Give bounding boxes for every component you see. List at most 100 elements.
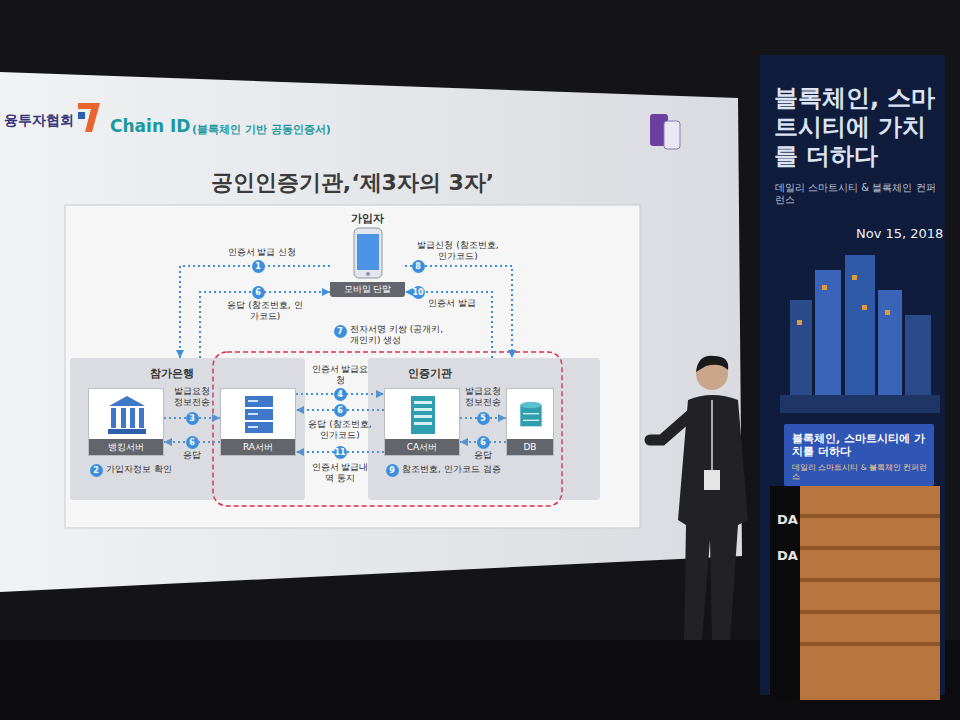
dotted-arrow: [405, 266, 512, 358]
callout-number: 6: [334, 404, 347, 417]
connector-label: 인증서 발급: [417, 298, 487, 309]
callout-number: 2: [90, 464, 103, 477]
city-illustration: [780, 255, 940, 413]
callout-number: 6: [252, 286, 265, 299]
building: [878, 290, 902, 395]
icon-part: [245, 422, 273, 433]
icon-part: [248, 400, 258, 402]
connector-label: 응답 (참조번호, 인가코드): [303, 419, 377, 441]
phone-button: [366, 272, 370, 276]
icon-part: [520, 402, 541, 409]
icon-part: [108, 429, 146, 434]
device-label-bar: 모바일 단말: [330, 282, 405, 297]
podium-side: [770, 486, 800, 700]
server-label-bar: 뱅킹서버: [89, 439, 163, 455]
region-heading: 참가은행: [150, 366, 194, 381]
diagram-frame: [65, 205, 640, 528]
city-ground: [780, 395, 940, 413]
server-label: DB: [523, 439, 536, 455]
podium-strip: [800, 578, 940, 582]
server-label-bar: RA서버: [221, 439, 295, 455]
callout-number: 3: [186, 412, 199, 425]
podium-lettering: DA: [777, 512, 798, 527]
connector-label: 인증서 발급요청: [310, 364, 370, 386]
dotted-arrow: [180, 266, 330, 358]
organization-region: 인증기관 CA서버 DB: [368, 358, 600, 500]
device-label: 모바일 단말: [344, 282, 392, 297]
node-heading-row: 가입자: [351, 212, 384, 226]
podium-slogan: 블록체인, 스마트시티에 가치를 더하다: [792, 432, 928, 458]
node-heading: 가입자: [351, 212, 384, 226]
podium-lettering: DA: [777, 548, 798, 563]
podium-sign: [784, 424, 934, 486]
icon-part: [414, 401, 432, 404]
callout-number: 6: [186, 436, 199, 449]
connector-label: 발급신청 (참조번호, 인가코드): [413, 240, 503, 262]
icon-part: [414, 422, 432, 425]
icon-part: [130, 408, 135, 428]
lanyard: [711, 400, 713, 470]
server-icon: [225, 392, 293, 438]
mobile-phone-icon: [338, 226, 398, 282]
icon-part: [111, 408, 116, 428]
server-label-bar: CA서버: [385, 439, 459, 455]
connector-label: 인증서 발급 신청: [217, 247, 307, 258]
logo-mark: [78, 112, 85, 119]
server-box: 뱅킹서버: [88, 388, 164, 456]
diagram-title: 공인인증기관,‘제3자의 3자’: [65, 168, 640, 198]
server-label-bar: DB: [507, 439, 553, 455]
name-badge: [704, 470, 720, 490]
callout-number: 4: [334, 388, 347, 401]
phone-icon: [664, 121, 680, 149]
organization-region: 참가은행뱅킹서버 RA서버: [70, 358, 305, 500]
callout-number: 7: [334, 325, 347, 338]
window: [797, 320, 802, 325]
window: [852, 275, 857, 280]
icon-part: [139, 408, 144, 428]
callout-number: 10: [412, 286, 425, 299]
slide-subheader: (블록체인 기반 공동인증서): [192, 122, 331, 137]
dotted-arrow: [200, 292, 330, 358]
icon-part: [109, 396, 145, 406]
subscriber-device-node: 가입자모바일 단말: [330, 212, 405, 297]
server-box: DB: [506, 388, 554, 456]
projection-screen: [0, 72, 742, 592]
connector-label: 응답 (참조번호, 인가코드): [225, 300, 305, 322]
podium-strip: [800, 610, 940, 614]
icon-part: [523, 413, 539, 414]
phone-body: [354, 228, 382, 278]
phone-screen: [357, 234, 379, 270]
callout-number: 9: [386, 464, 399, 477]
organization-logo-text: 융투자협회: [4, 112, 74, 130]
speaker-figure: [650, 356, 748, 640]
step-note: 참조번호, 인가코드 검증: [402, 464, 552, 475]
server-icon: [389, 392, 457, 438]
slide-header: Chain ID: [110, 116, 190, 136]
building: [790, 300, 812, 395]
server-box: CA서버: [384, 388, 460, 456]
callout-number: 8: [412, 260, 425, 273]
server-label: RA서버: [243, 439, 273, 455]
icon-part: [414, 408, 432, 411]
banner-date: Nov 15, 2018: [856, 226, 943, 241]
step-note: 가입자정보 확인: [106, 464, 206, 475]
icon-part: [245, 409, 273, 420]
server-icon: [511, 392, 551, 438]
building: [815, 270, 841, 395]
icon-part: [411, 396, 435, 434]
callout-number: 11: [334, 446, 347, 459]
region-heading: 인증기관: [408, 366, 452, 381]
logo-mark: [78, 103, 100, 132]
podium-strip: [800, 514, 940, 518]
connector-label: 발급요청 정보전송: [461, 386, 505, 408]
podium-strip: [800, 546, 940, 550]
callout-number: 1: [252, 260, 265, 273]
callout-number: 6: [477, 436, 490, 449]
building: [905, 315, 931, 395]
podium-strip: [800, 642, 940, 646]
window: [885, 310, 890, 315]
window: [862, 305, 867, 310]
podium-event-name: 데일리 스마트시티 & 블록체인 컨퍼런스: [792, 463, 928, 481]
